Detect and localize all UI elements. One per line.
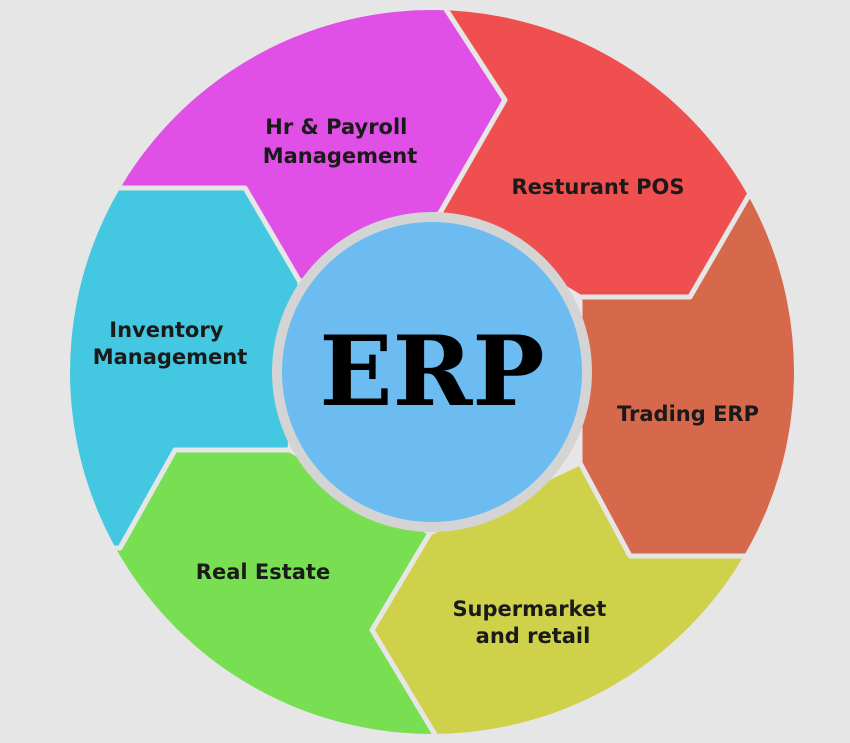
label-restaurant-pos-line-1: Resturant POS <box>511 175 684 199</box>
label-inventory-management-line-2: Management <box>93 345 248 369</box>
label-real-estate-line-1: Real Estate <box>196 560 330 584</box>
label-inventory-management-line-1: Inventory <box>109 318 223 342</box>
label-real-estate: Real Estate <box>196 560 330 584</box>
center-label: ERP <box>319 315 544 428</box>
segment-inventory-management <box>70 185 303 551</box>
label-restaurant-pos: Resturant POS <box>511 175 684 199</box>
label-hr-payroll: Hr & Payroll Management <box>263 115 418 168</box>
label-supermarket-retail-line-2: and retail <box>476 624 591 648</box>
label-supermarket-retail: Supermarket and retail <box>452 597 613 648</box>
label-trading-erp: Trading ERP <box>617 402 759 426</box>
label-supermarket-retail-line-1: Supermarket <box>452 597 606 621</box>
label-trading-erp-line-1: Trading ERP <box>617 402 759 426</box>
label-hr-payroll-line-1: Hr & Payroll <box>265 115 407 139</box>
label-hr-payroll-line-2: Management <box>263 144 418 168</box>
label-inventory-management: Inventory Management <box>93 318 248 369</box>
center-hub <box>282 222 582 522</box>
